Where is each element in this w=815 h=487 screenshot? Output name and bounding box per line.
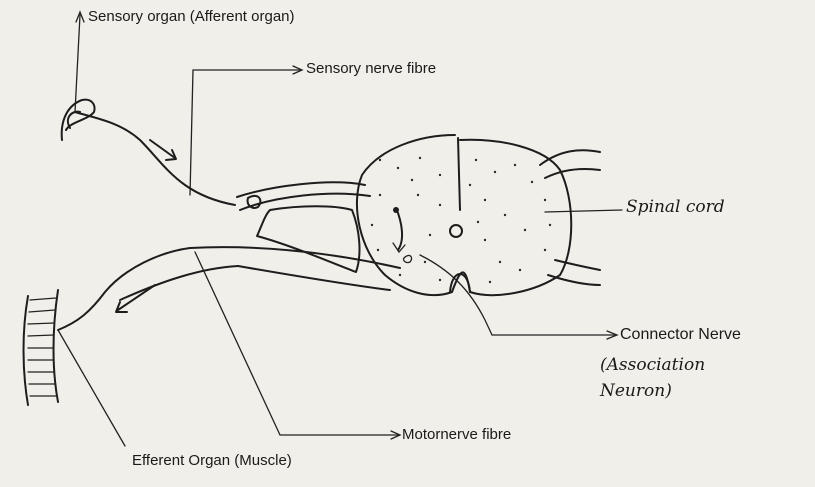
sensory-nerve-path <box>75 112 235 205</box>
label-motor-nerve-fibre: Motornerve fibre <box>402 426 511 443</box>
central-fissure <box>458 138 460 210</box>
label-sensory-nerve-fibre: Sensory nerve fibre <box>306 60 436 77</box>
synapse-a <box>403 255 411 262</box>
label-sensory-organ: Sensory organ (Afferent organ) <box>88 8 295 25</box>
central-canal <box>450 225 462 237</box>
label-association-neuron: (Association Neuron) <box>600 352 705 404</box>
motor-nerve-path <box>58 248 190 330</box>
receptor-cap <box>68 112 80 128</box>
sensory-organ-leader <box>75 15 80 112</box>
label-spinal-cord: Spinal cord <box>626 197 725 217</box>
synapse-dot-top <box>393 207 399 213</box>
right-dorsal-root-2 <box>545 169 600 178</box>
sensory-receptor <box>62 100 95 140</box>
sensory-nerve-leader <box>190 70 300 195</box>
ventral-root-loop <box>257 206 359 272</box>
connector-neuron <box>396 208 402 250</box>
right-ventral-root <box>555 260 600 270</box>
spinal-cord-outline <box>357 135 571 295</box>
motor-root-out <box>238 266 390 290</box>
label-efferent-organ: Efferent Organ (Muscle) <box>132 452 292 469</box>
right-dorsal-root <box>540 150 600 165</box>
spinal-cord-stipple <box>371 157 551 283</box>
right-ventral-root-2 <box>548 275 600 285</box>
spinal-cord-leader <box>545 210 622 212</box>
label-connector-nerve: Connector Nerve <box>620 326 741 344</box>
dorsal-root-lower <box>240 194 370 210</box>
motor-nerve-lower <box>120 266 238 300</box>
efferent-organ-leader <box>58 330 125 446</box>
motor-nerve-leader <box>195 252 398 435</box>
muscle-striations <box>28 298 56 396</box>
